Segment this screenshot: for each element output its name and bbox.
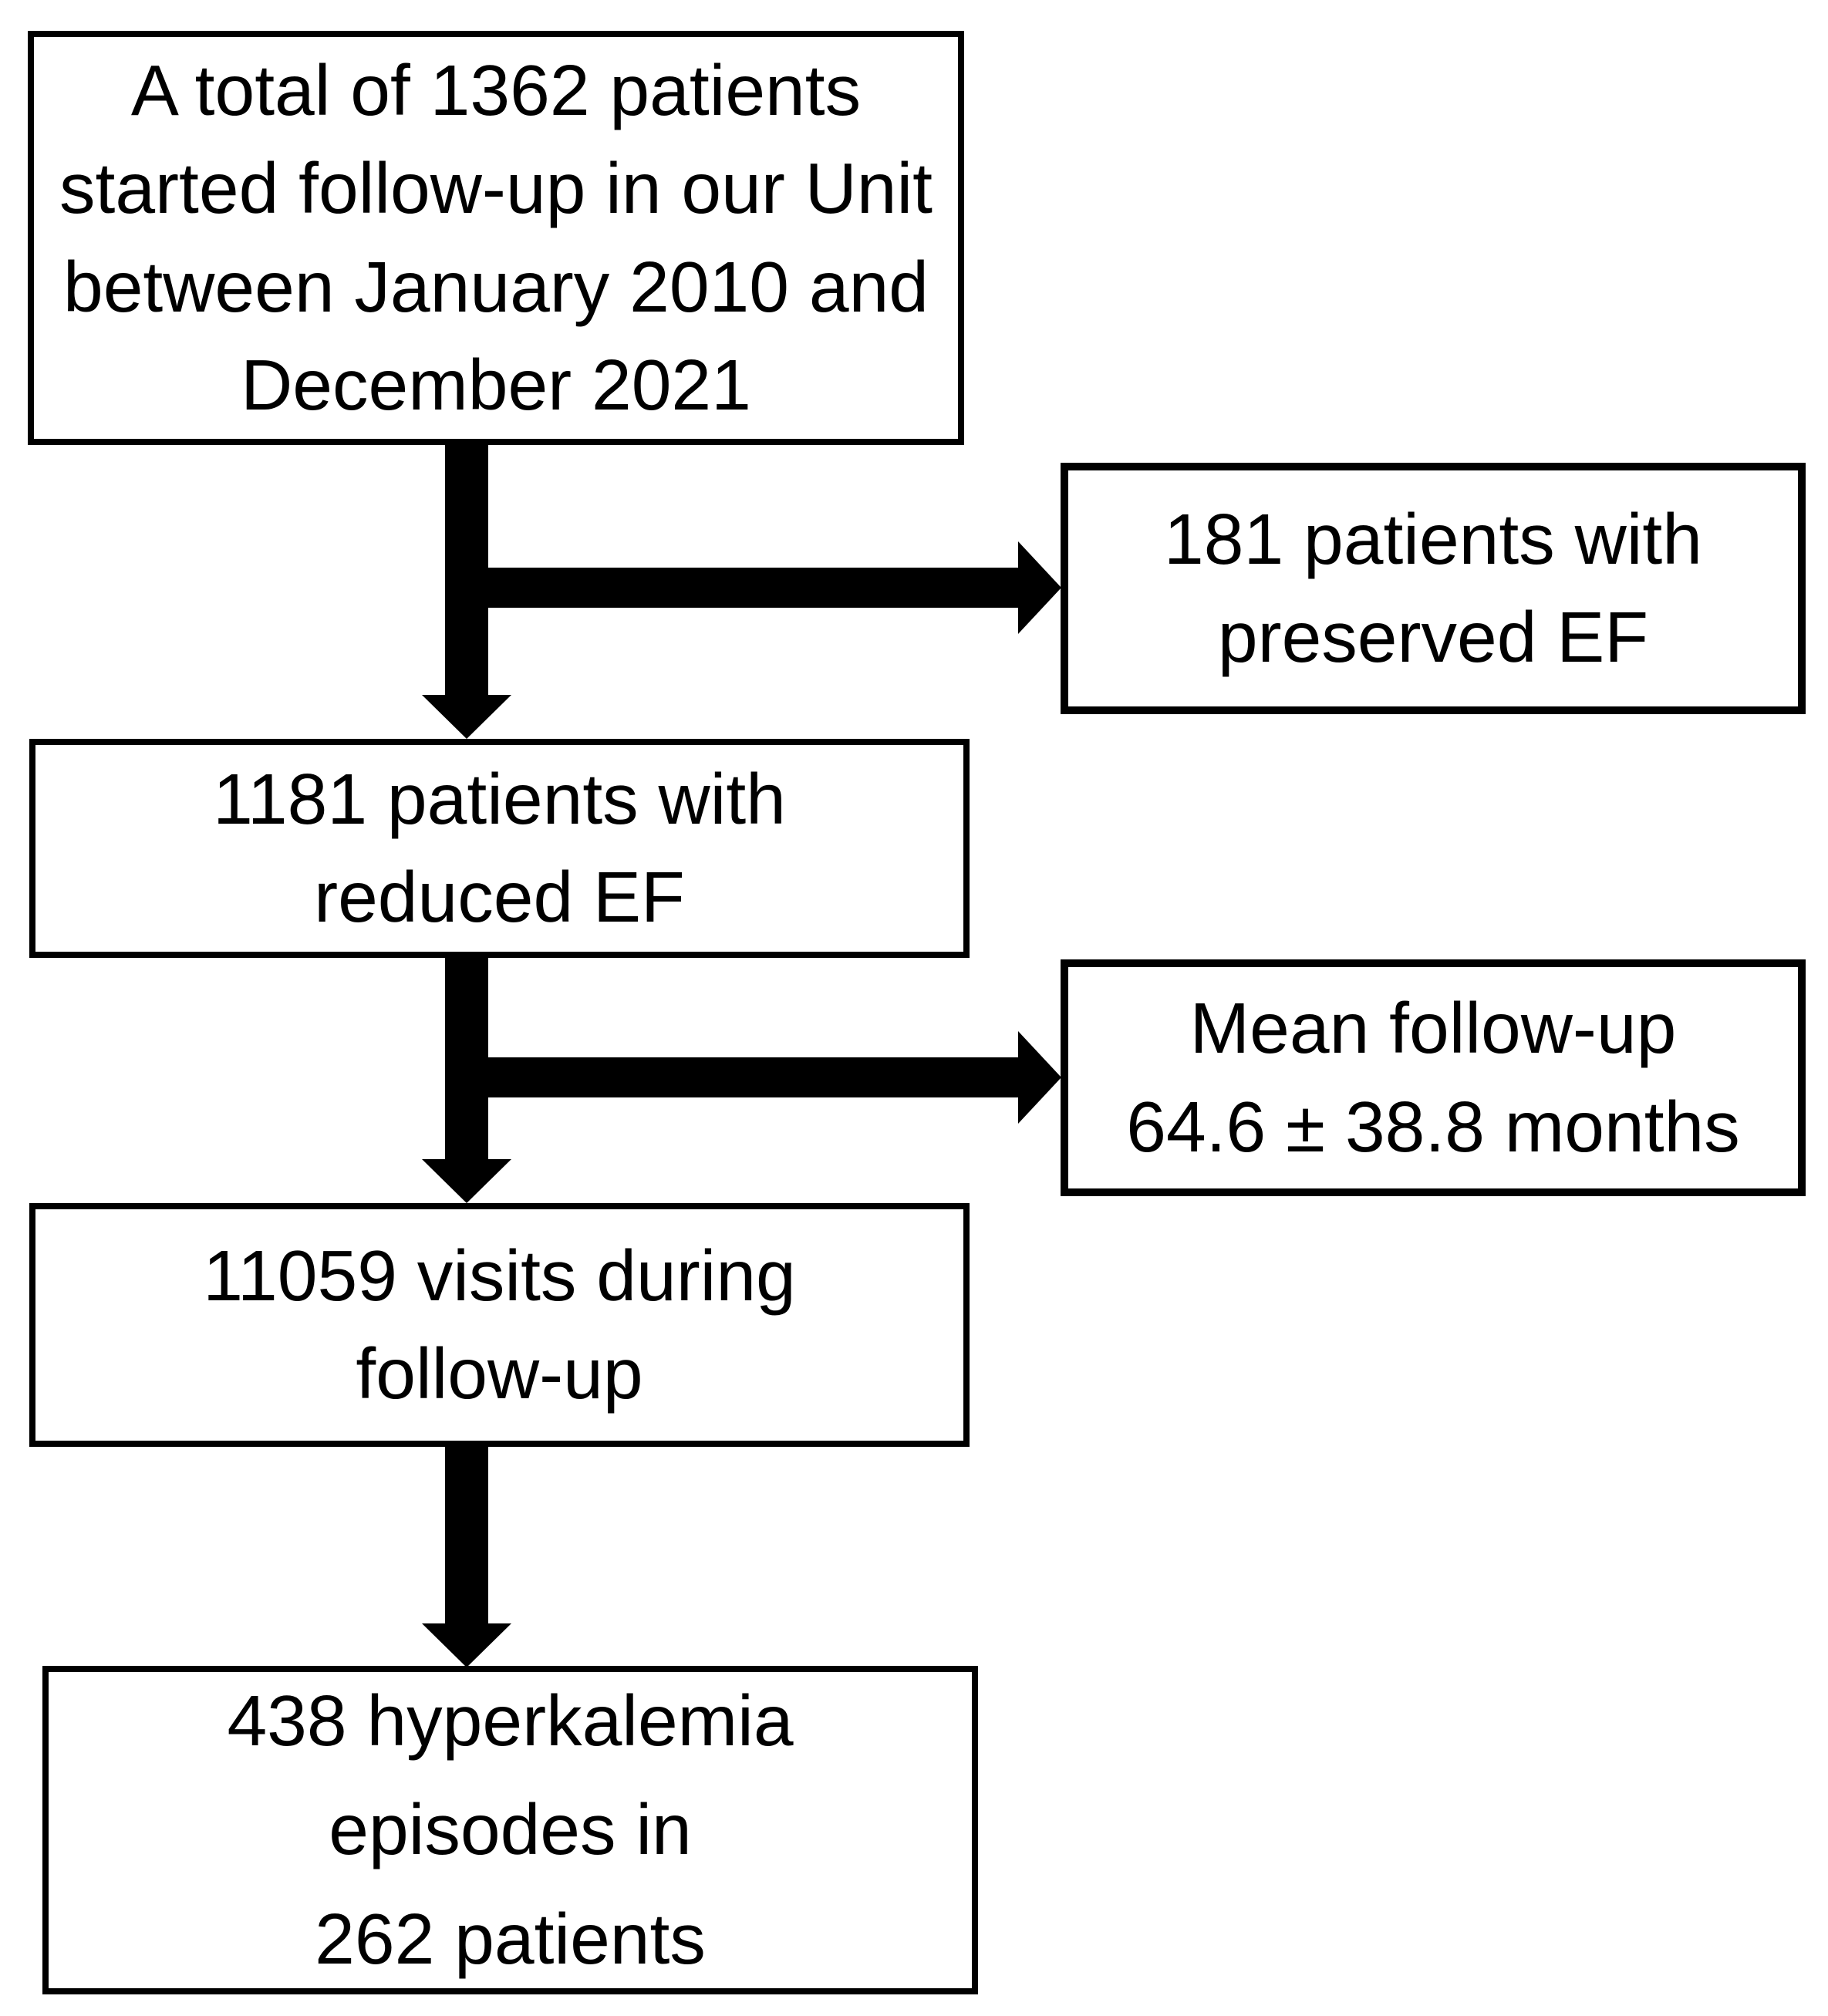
- box-reduced-ef-text: 1181 patients with reduced EF: [213, 758, 786, 937]
- arrow-reduced-to-visits-arrowhead-icon: [422, 1159, 511, 1203]
- arrow-branch-preserved-bar: [445, 568, 1020, 608]
- arrow-visits-to-hyperkalemia-shaft: [445, 1446, 488, 1625]
- box-mean-followup-text: Mean follow-up 64.6 ± 38.8 months: [1126, 988, 1740, 1167]
- box-reduced-ef: 1181 patients with reduced EF: [29, 739, 970, 958]
- box-total-patients-text: A total of 1362 patients started follow-…: [59, 49, 933, 425]
- arrow-branch-mean-followup-arrowhead-icon: [1018, 1031, 1061, 1124]
- box-visits-text: 11059 visits during follow-up: [203, 1235, 796, 1414]
- arrow-branch-mean-followup-bar: [445, 1057, 1020, 1097]
- box-preserved-ef-text: 181 patients with preserved EF: [1164, 498, 1702, 677]
- box-visits: 11059 visits during follow-up: [29, 1203, 970, 1447]
- box-hyperkalemia-text: 438 hyperkalemia episodes in 262 patient…: [227, 1680, 794, 1979]
- box-hyperkalemia: 438 hyperkalemia episodes in 262 patient…: [42, 1666, 978, 1994]
- arrow-visits-to-hyperkalemia-arrowhead-icon: [422, 1623, 511, 1667]
- arrow-total-to-reduced-arrowhead-icon: [422, 695, 511, 739]
- box-mean-followup: Mean follow-up 64.6 ± 38.8 months: [1061, 959, 1806, 1196]
- box-total-patients: A total of 1362 patients started follow-…: [28, 31, 964, 445]
- arrow-branch-preserved-arrowhead-icon: [1018, 541, 1061, 634]
- box-preserved-ef: 181 patients with preserved EF: [1061, 463, 1806, 714]
